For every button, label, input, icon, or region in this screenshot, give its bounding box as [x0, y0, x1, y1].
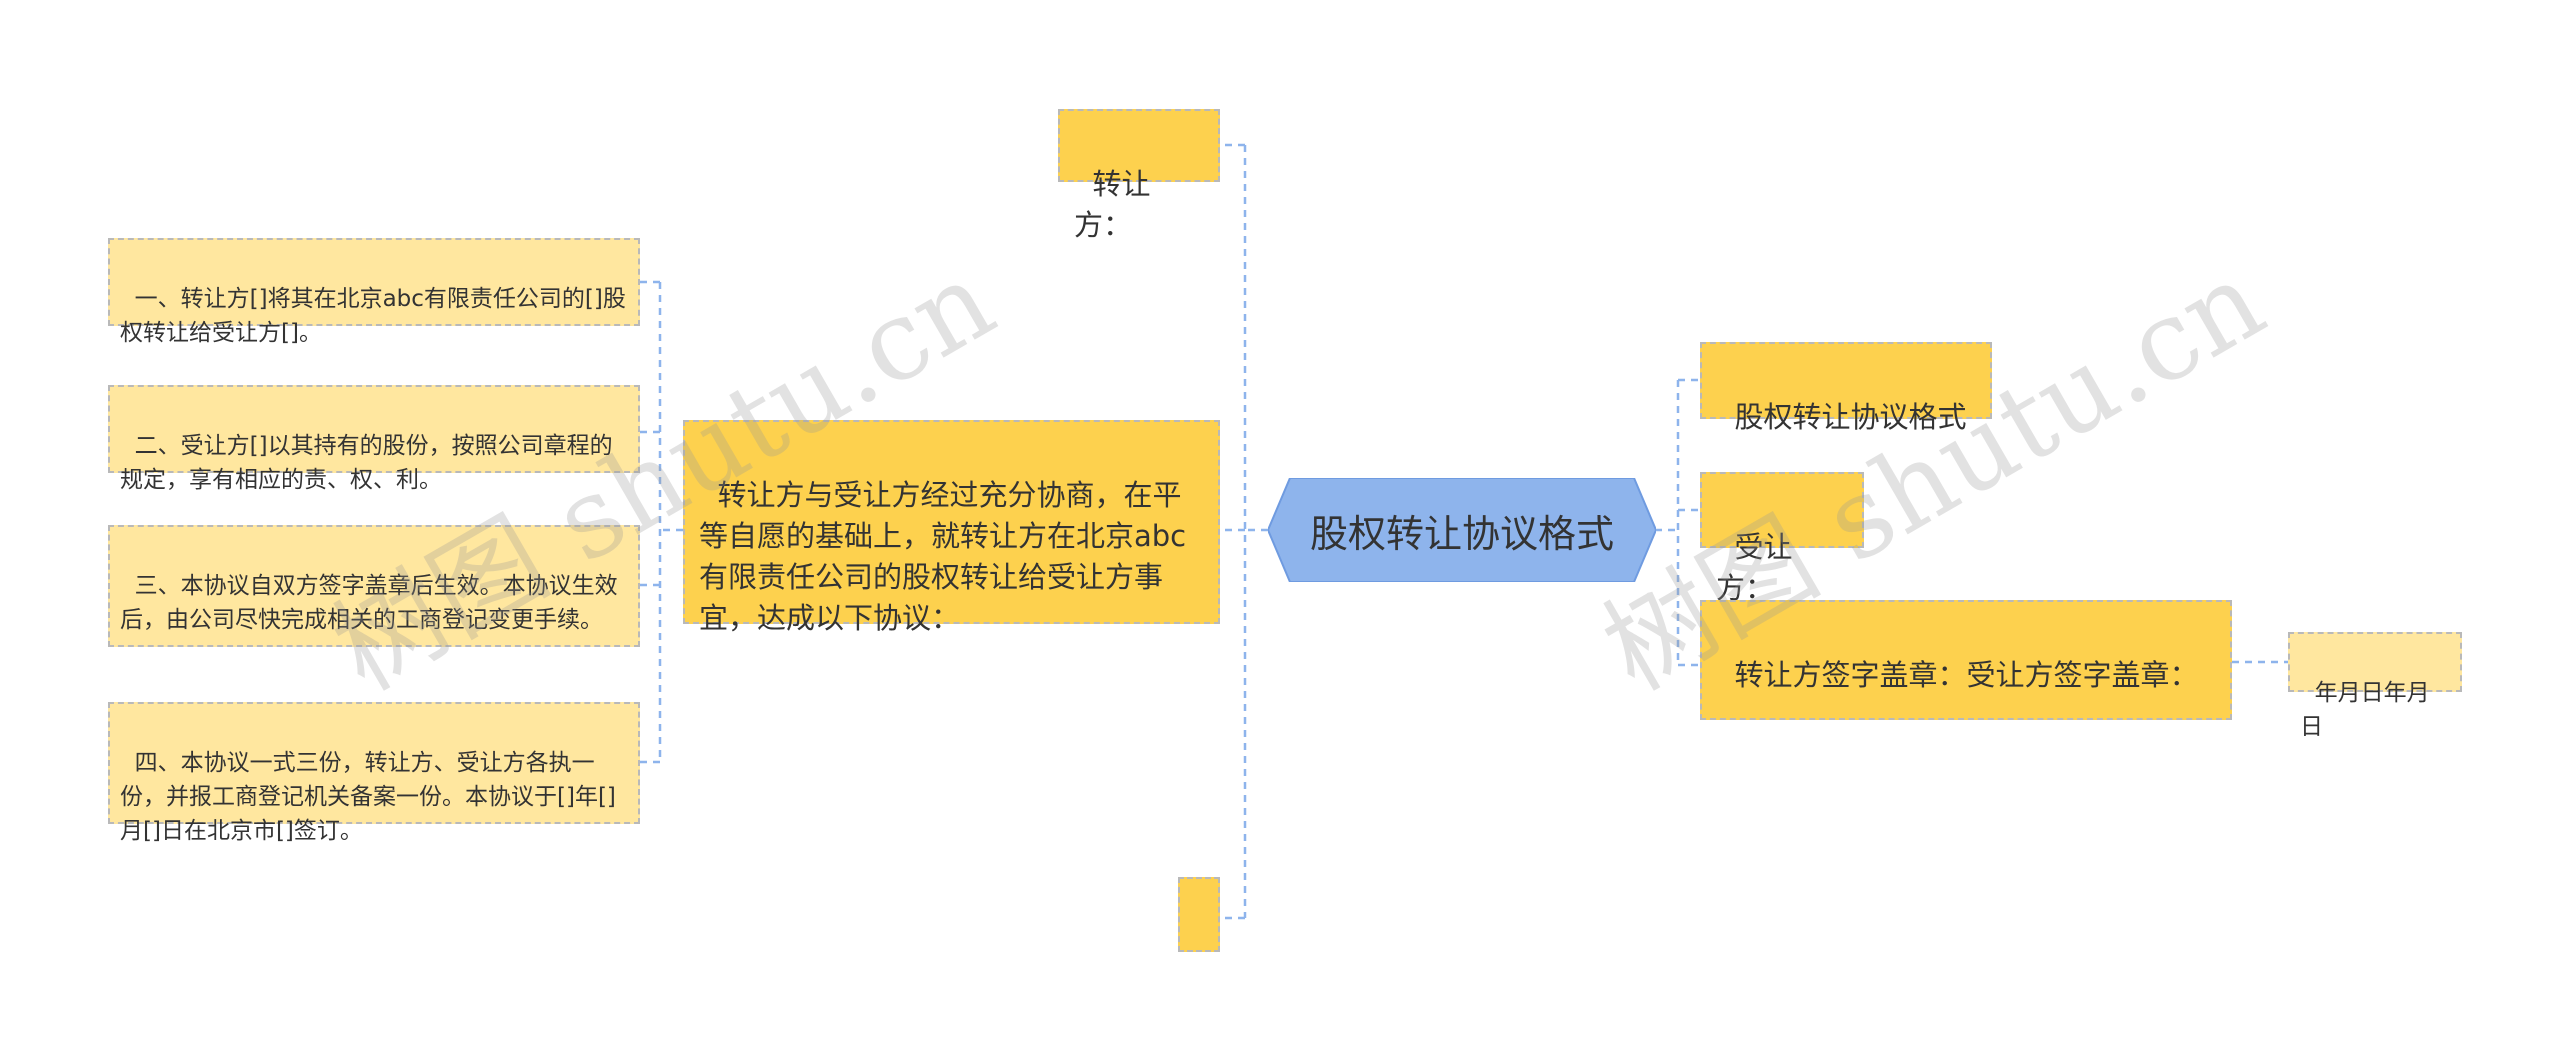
node-agreement-intro-label: 转让方与受让方经过充分协商，在平等自愿的基础上，就转让方在北京abc有限责任公司… — [699, 478, 1187, 635]
node-title-label: 股权转让协议格式 — [1734, 400, 1967, 434]
node-title[interactable]: 股权转让协议格式 — [1700, 342, 1992, 434]
node-signature[interactable]: 转让方签字盖章：受让方签字盖章： — [1700, 600, 2232, 720]
clause-node[interactable]: 一、转让方[]将其在北京abc有限责任公司的[]股权转让给受让方[]。 — [108, 238, 640, 346]
clause-label: 三、本协议自双方签字盖章后生效。本协议生效后，由公司尽快完成相关的工商登记变更手… — [120, 573, 618, 633]
central-topic-shape — [1268, 478, 1656, 582]
node-date[interactable]: 年月日年月日 — [2288, 632, 2462, 740]
clause-node[interactable]: 三、本协议自双方签字盖章后生效。本协议生效后，由公司尽快完成相关的工商登记变更手… — [108, 525, 640, 647]
node-signature-label: 转让方签字盖章：受让方签字盖章： — [1734, 658, 2199, 692]
node-date-label: 年月日年月日 — [2300, 680, 2430, 740]
clause-label: 一、转让方[]将其在北京abc有限责任公司的[]股权转让给受让方[]。 — [120, 286, 626, 346]
node-agreement-intro[interactable]: 转让方与受让方经过充分协商，在平等自愿的基础上，就转让方在北京abc有限责任公司… — [683, 420, 1220, 635]
clause-node[interactable]: 四、本协议一式三份，转让方、受让方各执一份，并报工商登记机关备案一份。本协议于[… — [108, 702, 640, 844]
clause-label: 四、本协议一式三份，转让方、受让方各执一份，并报工商登记机关备案一份。本协议于[… — [120, 750, 616, 844]
node-assignee-label: 受让方： — [1716, 530, 1793, 605]
node-transferor[interactable]: 转让方： — [1058, 109, 1220, 242]
node-transferor-label: 转让方： — [1074, 167, 1151, 242]
node-assignee[interactable]: 受让方： — [1700, 472, 1864, 605]
central-topic[interactable]: 股权转让协议格式 — [1268, 478, 1656, 582]
central-topic-label: 股权转让协议格式 — [1309, 511, 1614, 556]
clause-node[interactable]: 二、受让方[]以其持有的股份，按照公司章程的规定，享有相应的责、权、利。 — [108, 385, 640, 493]
node-empty[interactable] — [1178, 877, 1220, 952]
clause-label: 二、受让方[]以其持有的股份，按照公司章程的规定，享有相应的责、权、利。 — [120, 433, 613, 493]
